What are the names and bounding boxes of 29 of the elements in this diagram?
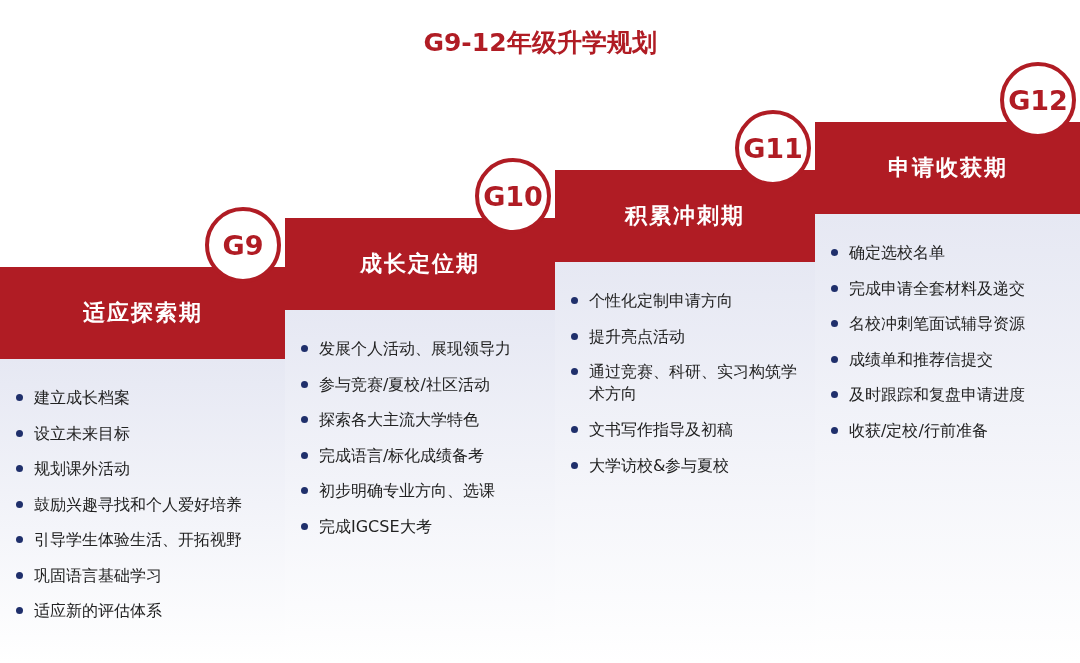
list-item: 初步明确专业方向、选课 bbox=[319, 480, 495, 502]
list-item: 文书写作指导及初稿 bbox=[589, 419, 733, 441]
list-item: 设立未来目标 bbox=[34, 422, 130, 445]
list-item: 参与竞赛/夏校/社区活动 bbox=[319, 373, 490, 396]
list-item: 规划课外活动 bbox=[34, 458, 130, 480]
list-item: 大学访校&参与夏校 bbox=[589, 454, 730, 477]
stage-header-band: 成长定位期 bbox=[285, 218, 555, 310]
list-item: 及时跟踪和复盘申请进度 bbox=[849, 384, 1025, 406]
list-item: 发展个人活动、展现领导力 bbox=[319, 338, 511, 360]
stage-header-band: 申请收获期 bbox=[815, 122, 1080, 214]
list-item: 巩固语言基础学习 bbox=[34, 564, 162, 587]
list-item: 探索各大主流大学特色 bbox=[319, 409, 479, 431]
list-item: 完成语言/标化成绩备考 bbox=[319, 444, 485, 467]
list-item: 引导学生体验生活、开拓视野 bbox=[34, 529, 242, 551]
list-item: 提升亮点活动 bbox=[589, 325, 685, 348]
list-item: 确定选校名单 bbox=[849, 242, 945, 264]
list-item: 完成IGCSE大考 bbox=[319, 515, 432, 538]
list-item: 收获/定校/行前准备 bbox=[849, 419, 988, 442]
stage-header-band: 积累冲刺期 bbox=[555, 170, 815, 262]
list-item: 鼓励兴趣寻找和个人爱好培养 bbox=[34, 493, 242, 516]
list-item: 名校冲刺笔面试辅导资源 bbox=[849, 313, 1025, 335]
list-item: 完成申请全套材料及递交 bbox=[849, 277, 1025, 300]
title: G9-12年级升学规划 bbox=[422, 27, 658, 59]
list-item: 适应新的评估体系 bbox=[34, 600, 162, 622]
list-item: 通过竞赛、科研、实习构筑学术方向 bbox=[589, 361, 798, 405]
list-item: 成绩单和推荐信提交 bbox=[849, 348, 993, 371]
list-item: 个性化定制申请方向 bbox=[589, 290, 733, 312]
stage-header-band: 适应探索期 bbox=[0, 267, 285, 359]
list-item: 建立成长档案 bbox=[34, 387, 130, 409]
